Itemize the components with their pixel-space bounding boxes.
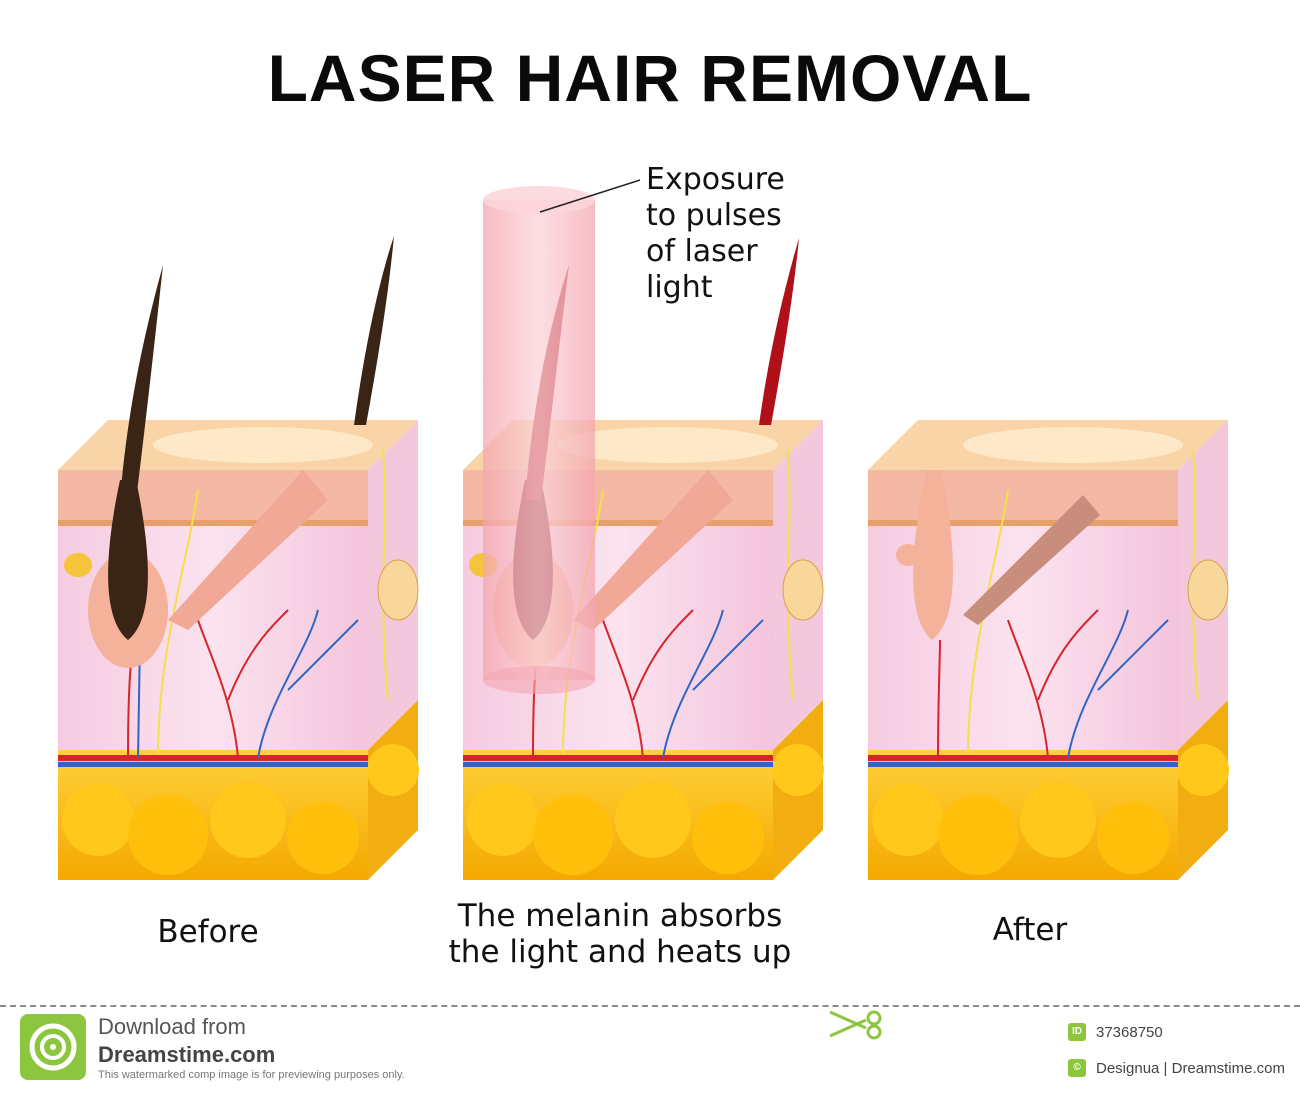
exposure-line-2: to pulses [646, 198, 782, 233]
author-credit: Designua | Dreamstime.com [1096, 1060, 1285, 1077]
disclaimer-text: This watermarked comp image is for previ… [98, 1069, 405, 1081]
caption-laser: The melanin absorbs the light and heats … [430, 898, 810, 970]
hair-shaft [120, 265, 163, 500]
blood-vessels [937, 609, 1169, 759]
sebaceous-gland [64, 553, 92, 577]
dreamstime-logo-icon [20, 1014, 86, 1080]
exposure-line-1: Exposure [646, 162, 785, 197]
sweat-gland [1187, 559, 1229, 621]
nerves [157, 449, 389, 756]
sweat-gland [782, 559, 824, 621]
panel-before [58, 236, 419, 880]
sweat-gland [377, 559, 419, 621]
image-id: 37368750 [1096, 1024, 1163, 1041]
hair-shaft-right [759, 238, 799, 425]
arrector-muscle [963, 495, 1100, 625]
exposure-line-4: light [646, 270, 713, 305]
exposure-line-3: of laser [646, 234, 758, 269]
download-from-text: Download from [98, 1014, 246, 1039]
arrector-muscle [573, 470, 733, 630]
footer-divider [0, 1005, 1300, 1007]
skin-block [868, 420, 1229, 880]
empty-follicle [913, 470, 953, 640]
dreamstime-link[interactable]: Dreamstime.com [98, 1042, 276, 1067]
caption-after: After [992, 912, 1068, 948]
caption-laser-line-2: the light and heats up [448, 934, 792, 970]
copyright-icon: © [1068, 1059, 1086, 1077]
id-badge-icon: ID [1068, 1023, 1086, 1041]
caption-before: Before [157, 914, 259, 950]
caption-laser-line-1: The melanin absorbs [457, 898, 783, 934]
hair-shaft-right [354, 236, 394, 425]
page-title: LASER HAIR REMOVAL [267, 41, 1033, 115]
scissors-icon [829, 1010, 882, 1040]
exposure-label: Exposure to pulses of laser light [646, 162, 785, 306]
hair-follicle [88, 480, 168, 668]
panel-laser [463, 186, 824, 880]
laser-beam [483, 186, 595, 694]
skin-diagram [58, 179, 1229, 880]
panel-after [868, 420, 1229, 880]
exposure-leader-line [539, 179, 641, 213]
arrector-muscle [168, 470, 328, 630]
